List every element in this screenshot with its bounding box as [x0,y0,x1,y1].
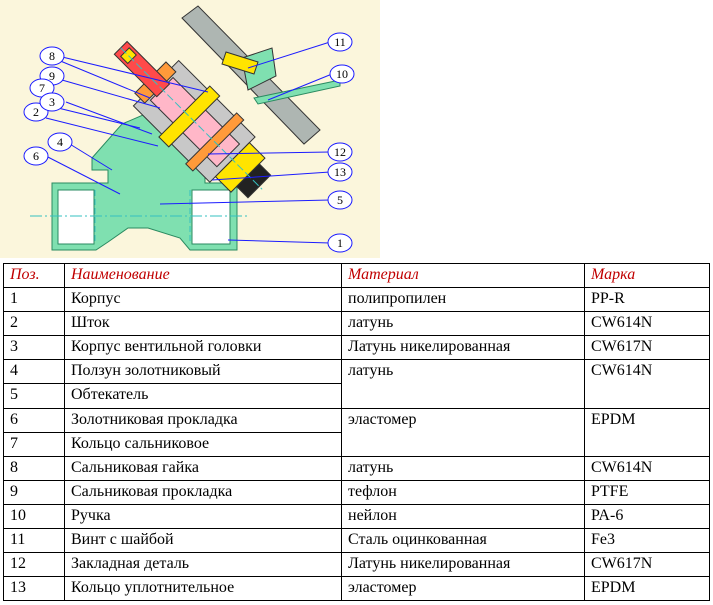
cell-pos: 6 [3,407,65,433]
header-mark: Марка [584,262,710,289]
cell-mark: CW614N [584,311,710,337]
cell-material: эластомер [341,407,585,457]
cell-pos: 9 [3,479,65,505]
cell-name: Кольцо сальниковое [64,431,342,457]
table-row: 10 Ручка нейлон PA-6 [3,503,710,530]
cell-mark: PA-6 [584,503,710,530]
callout-11: 11 [334,35,346,49]
cell-material: Латунь никелированная [341,335,585,361]
callout-2: 2 [33,105,39,119]
cell-mark: EPDM [584,407,710,457]
cell-name: Винт с шайбой [64,528,342,554]
callout-12: 12 [334,145,346,159]
cell-name: Золотниковая прокладка [64,407,342,433]
cell-pos: 2 [3,311,65,337]
table-row: 9 Сальниковая прокладка тефлон PTFE [3,479,710,505]
callout-10: 10 [336,67,348,81]
callout-13: 13 [334,165,346,179]
cell-name: Сальниковая гайка [64,455,342,481]
cell-name: Обтекатель [64,383,342,409]
cell-material: латунь [341,311,585,337]
callout-9: 9 [49,69,55,83]
callout-leaders [41,41,333,244]
callout-6: 6 [33,149,39,163]
table-row: 7 Кольцо сальниковое [3,431,710,457]
table-row: 2 Шток латунь CW614N [3,311,710,337]
callout-7: 7 [39,81,45,95]
cell-material: тефлон [341,479,585,505]
callout-numbers: 8 9 7 2 3 4 6 11 10 12 13 5 1 [33,35,348,250]
cell-pos: 8 [3,455,65,481]
table-row: 11 Винт с шайбой Сталь оцинкованная Fe3 [3,528,710,554]
cell-material: латунь [341,359,585,409]
callout-5: 5 [337,193,343,207]
cell-pos: 4 [3,359,65,385]
cell-name: Ручка [64,503,342,530]
cell-pos: 11 [3,528,65,554]
cell-pos: 1 [3,287,65,313]
cell-mark: CW617N [584,335,710,361]
cell-pos: 3 [3,335,65,361]
cell-name: Закладная деталь [64,552,342,578]
cell-pos: 13 [3,576,65,602]
cell-mark: CW617N [584,552,710,578]
table-row: 3 Корпус вентильной головки Латунь никел… [3,335,710,361]
cell-material: Сталь оцинкованная [341,528,585,554]
cell-mark: EPDM [584,576,710,602]
table-row: 4 Ползун золотниковый латунь CW614N [3,359,710,409]
cell-pos: 10 [3,503,65,530]
cell-material: латунь [341,455,585,481]
cell-name: Корпус вентильной головки [64,335,342,361]
table-header-row: Поз. Наименование Материал Марка [3,262,710,289]
cell-mark: CW614N [584,455,710,481]
cell-material: нейлон [341,503,585,530]
callout-8: 8 [49,49,55,63]
callout-1: 1 [337,236,343,250]
table-row: 12 Закладная деталь Латунь никелированна… [3,552,710,578]
header-name: Наименование [64,262,342,289]
cell-pos: 5 [3,383,65,409]
cell-pos: 12 [3,552,65,578]
table-row: 13 Кольцо уплотнительное эластомер EPDM [3,576,710,602]
cell-name: Корпус [64,287,342,313]
cell-material: Латунь никелированная [341,552,585,578]
cell-material: полипропилен [341,287,585,313]
cell-material: эластомер [341,576,585,602]
table-row: 5 Обтекатель [3,383,710,409]
cell-mark: CW614N [584,359,710,409]
cell-mark: PP-R [584,287,710,313]
cell-mark: PTFE [584,479,710,505]
valve-head-assembly [113,40,272,199]
table-row: 8 Сальниковая гайка латунь CW614N [3,455,710,481]
callout-circles [23,32,355,253]
table-row: 1 Корпус полипропилен PP-R [3,287,710,313]
valve-cross-section: 8 9 7 2 3 4 6 11 10 12 13 5 1 [23,5,355,253]
cell-name: Ползун золотниковый [64,359,342,385]
callout-3: 3 [49,95,55,109]
valve-drawing: 8 9 7 2 3 4 6 11 10 12 13 5 1 [0,0,380,258]
parts-specification-table: Поз. Наименование Материал Марка 1 Корпу… [3,262,710,602]
cell-name: Шток [64,311,342,337]
cell-name: Кольцо уплотнительное [64,576,342,602]
table-row: 6 Золотниковая прокладка эластомер EPDM [3,407,710,457]
handle-ruchka [181,5,341,145]
cell-pos: 7 [3,431,65,457]
cell-mark: Fe3 [584,528,710,554]
cell-name: Сальниковая прокладка [64,479,342,505]
callout-4: 4 [57,135,63,149]
header-material: Материал [341,262,585,289]
valve-body [30,111,250,251]
header-pos: Поз. [3,262,65,289]
